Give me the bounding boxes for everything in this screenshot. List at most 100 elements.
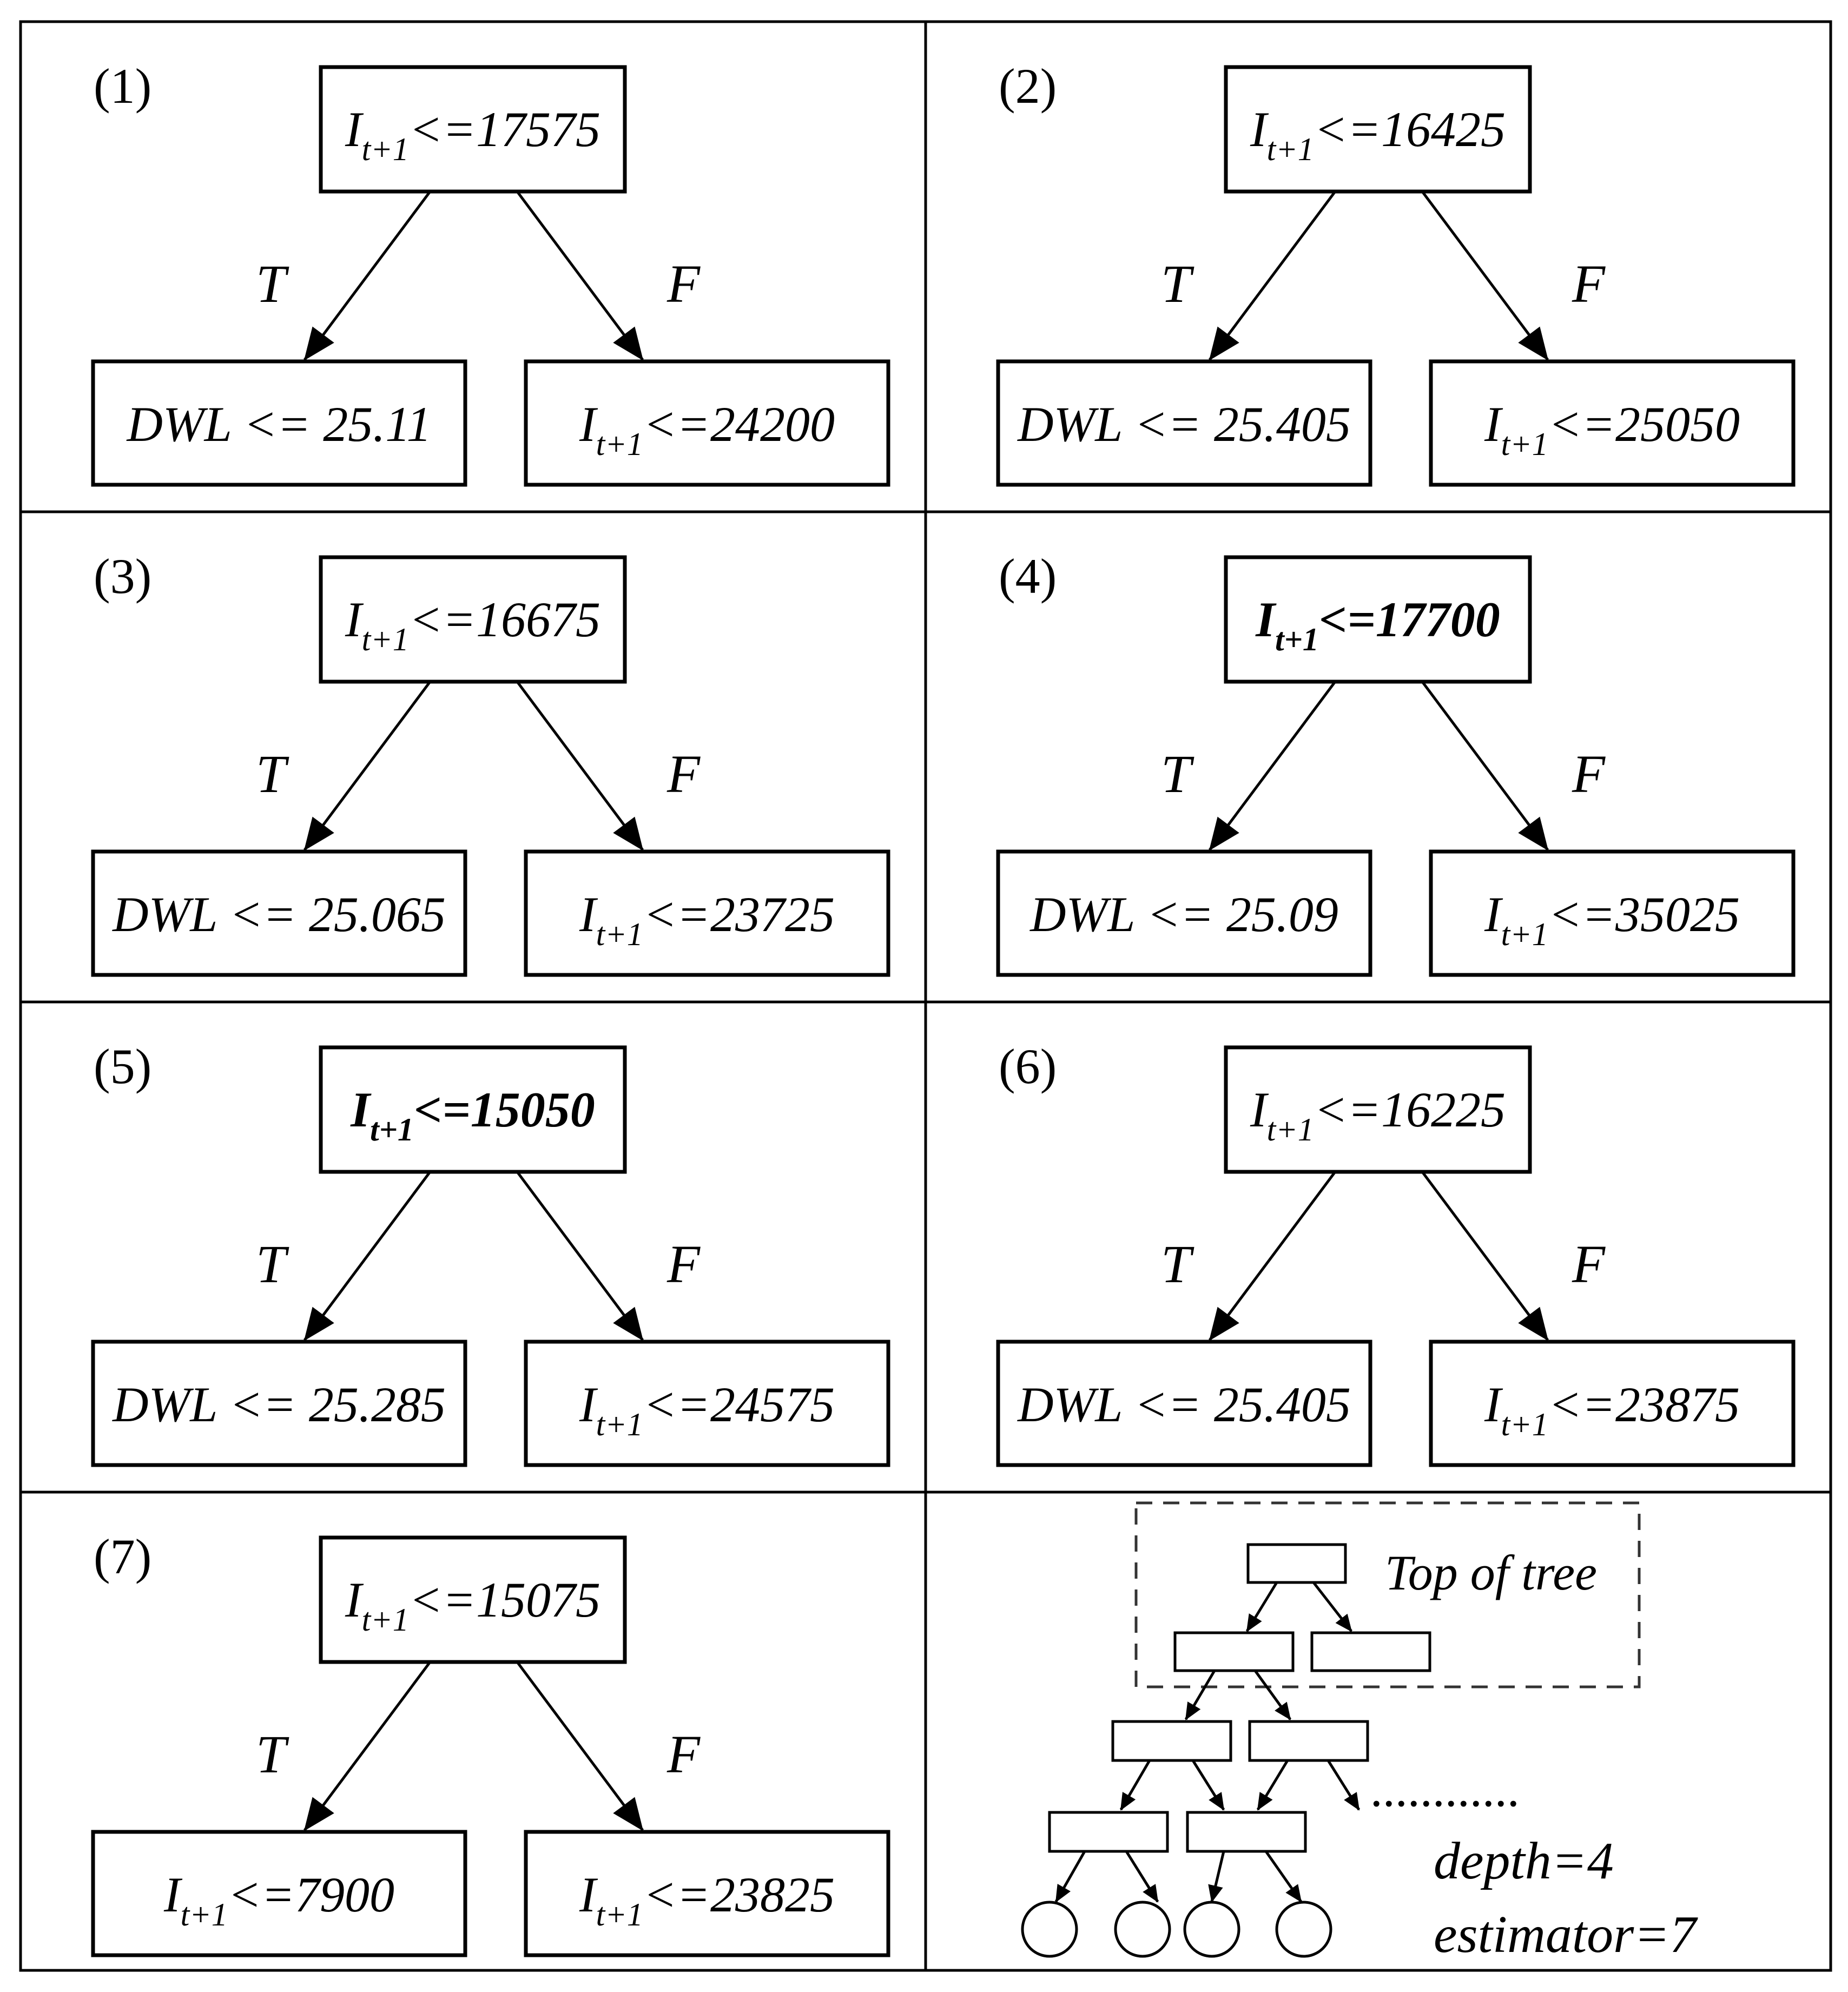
left-child-label: DWL <= 25.285 xyxy=(111,1377,446,1432)
root-node xyxy=(1224,1045,1532,1174)
left-child-node xyxy=(996,359,1372,487)
right-child-label: It+1<=35025 xyxy=(1484,887,1740,952)
right-child-node xyxy=(524,1340,890,1467)
root-node xyxy=(319,555,627,684)
true-branch-arrow xyxy=(303,681,432,851)
right-child-label: It+1<=24200 xyxy=(579,397,835,462)
right-child-node xyxy=(1429,359,1796,487)
left-child-node xyxy=(91,849,467,977)
legend-node xyxy=(1048,1811,1169,1853)
false-branch-arrow xyxy=(1421,1171,1549,1341)
true-branch-label: T xyxy=(256,744,289,804)
depth-label: depth=4 xyxy=(1434,1832,1614,1890)
right-child-label: It+1<=23825 xyxy=(579,1867,835,1932)
false-branch-label: F xyxy=(666,254,701,314)
false-branch-arrow xyxy=(1421,190,1549,361)
false-branch-arrow xyxy=(1421,681,1549,851)
legend-node xyxy=(1246,1543,1347,1584)
root-node xyxy=(319,65,627,194)
left-child-label: DWL <= 25.11 xyxy=(126,397,432,452)
false-branch-label: F xyxy=(1572,254,1606,314)
root-node-label: It+1<=15075 xyxy=(345,1572,600,1638)
top-of-tree-dashed-frame xyxy=(1134,1501,1641,1688)
left-child-label: DWL <= 25.405 xyxy=(1017,397,1351,452)
false-branch-label: F xyxy=(1572,744,1606,804)
right-child-node xyxy=(1429,849,1796,977)
false-branch-label: F xyxy=(1572,1234,1606,1294)
right-child-node xyxy=(524,359,890,487)
panel-label: (1) xyxy=(94,58,151,114)
panel-label: (4) xyxy=(999,549,1057,604)
panel-label: (2) xyxy=(999,58,1057,114)
right-child-node xyxy=(524,849,890,977)
false-branch-arrow xyxy=(516,1171,644,1341)
panel-label: (5) xyxy=(94,1039,151,1094)
true-branch-label: T xyxy=(256,254,289,314)
right-child-label: It+1<=23875 xyxy=(1484,1377,1740,1442)
top-of-tree-label: Top of tree xyxy=(1385,1545,1597,1600)
legend-node xyxy=(1111,1720,1232,1762)
true-branch-label: T xyxy=(256,1724,289,1784)
root-node-label: It+1<=17700 xyxy=(1255,592,1500,657)
left-child-node xyxy=(996,1340,1372,1467)
legend-node xyxy=(1186,1811,1307,1853)
false-branch-arrow xyxy=(516,681,644,851)
true-branch-arrow xyxy=(303,1661,432,1831)
left-child-label: It+1<=7900 xyxy=(163,1867,394,1932)
right-child-node xyxy=(524,1830,890,1957)
legend-leaf xyxy=(1275,1901,1332,1958)
right-child-label: It+1<=25050 xyxy=(1484,397,1740,462)
root-node-label: It+1<=16225 xyxy=(1250,1082,1506,1147)
true-branch-arrow xyxy=(303,1171,432,1341)
legend-panel: Top of tree ............ depth=4 estimat… xyxy=(1021,1501,1698,1964)
true-branch-arrow xyxy=(1208,1171,1337,1341)
panel-label: (7) xyxy=(94,1529,151,1584)
root-node xyxy=(1224,555,1532,684)
true-branch-label: T xyxy=(1161,744,1194,804)
right-child-node xyxy=(1429,1340,1796,1467)
false-branch-arrow xyxy=(516,1661,644,1831)
root-node xyxy=(319,1535,627,1664)
left-child-label: DWL <= 25.065 xyxy=(111,887,446,942)
legend-node xyxy=(1310,1631,1431,1672)
left-child-label: DWL <= 25.405 xyxy=(1017,1377,1351,1432)
legend-leaf xyxy=(1183,1901,1240,1958)
legend-dots: ............ xyxy=(1371,1762,1521,1817)
legend-node xyxy=(1248,1720,1369,1762)
legend-leaf xyxy=(1114,1901,1171,1958)
legend-node xyxy=(1173,1631,1295,1672)
true-branch-label: T xyxy=(1161,1234,1194,1294)
true-branch-label: T xyxy=(256,1234,289,1294)
estimator-label: estimator=7 xyxy=(1434,1905,1698,1964)
root-node-label: It+1<=16425 xyxy=(1250,102,1506,167)
root-node-label: It+1<=16675 xyxy=(345,592,600,657)
true-branch-arrow xyxy=(1208,681,1337,851)
true-branch-arrow xyxy=(1208,190,1337,361)
true-branch-label: T xyxy=(1161,254,1194,314)
false-branch-arrow xyxy=(516,190,644,361)
root-node-label: It+1<=15050 xyxy=(350,1082,595,1147)
root-node xyxy=(1224,65,1532,194)
false-branch-label: F xyxy=(666,744,701,804)
left-child-node xyxy=(91,1340,467,1467)
false-branch-label: F xyxy=(666,1724,701,1784)
panel-label: (3) xyxy=(94,549,151,604)
panel-grid xyxy=(19,20,1832,1972)
false-branch-label: F xyxy=(666,1234,701,1294)
root-node xyxy=(319,1045,627,1174)
left-child-node xyxy=(996,849,1372,977)
panel-label: (6) xyxy=(999,1039,1057,1094)
left-child-label: DWL <= 25.09 xyxy=(1029,887,1338,942)
true-branch-arrow xyxy=(303,190,432,361)
left-child-node xyxy=(91,359,467,487)
right-child-label: It+1<=23725 xyxy=(579,887,835,952)
legend-leaf xyxy=(1021,1901,1078,1958)
